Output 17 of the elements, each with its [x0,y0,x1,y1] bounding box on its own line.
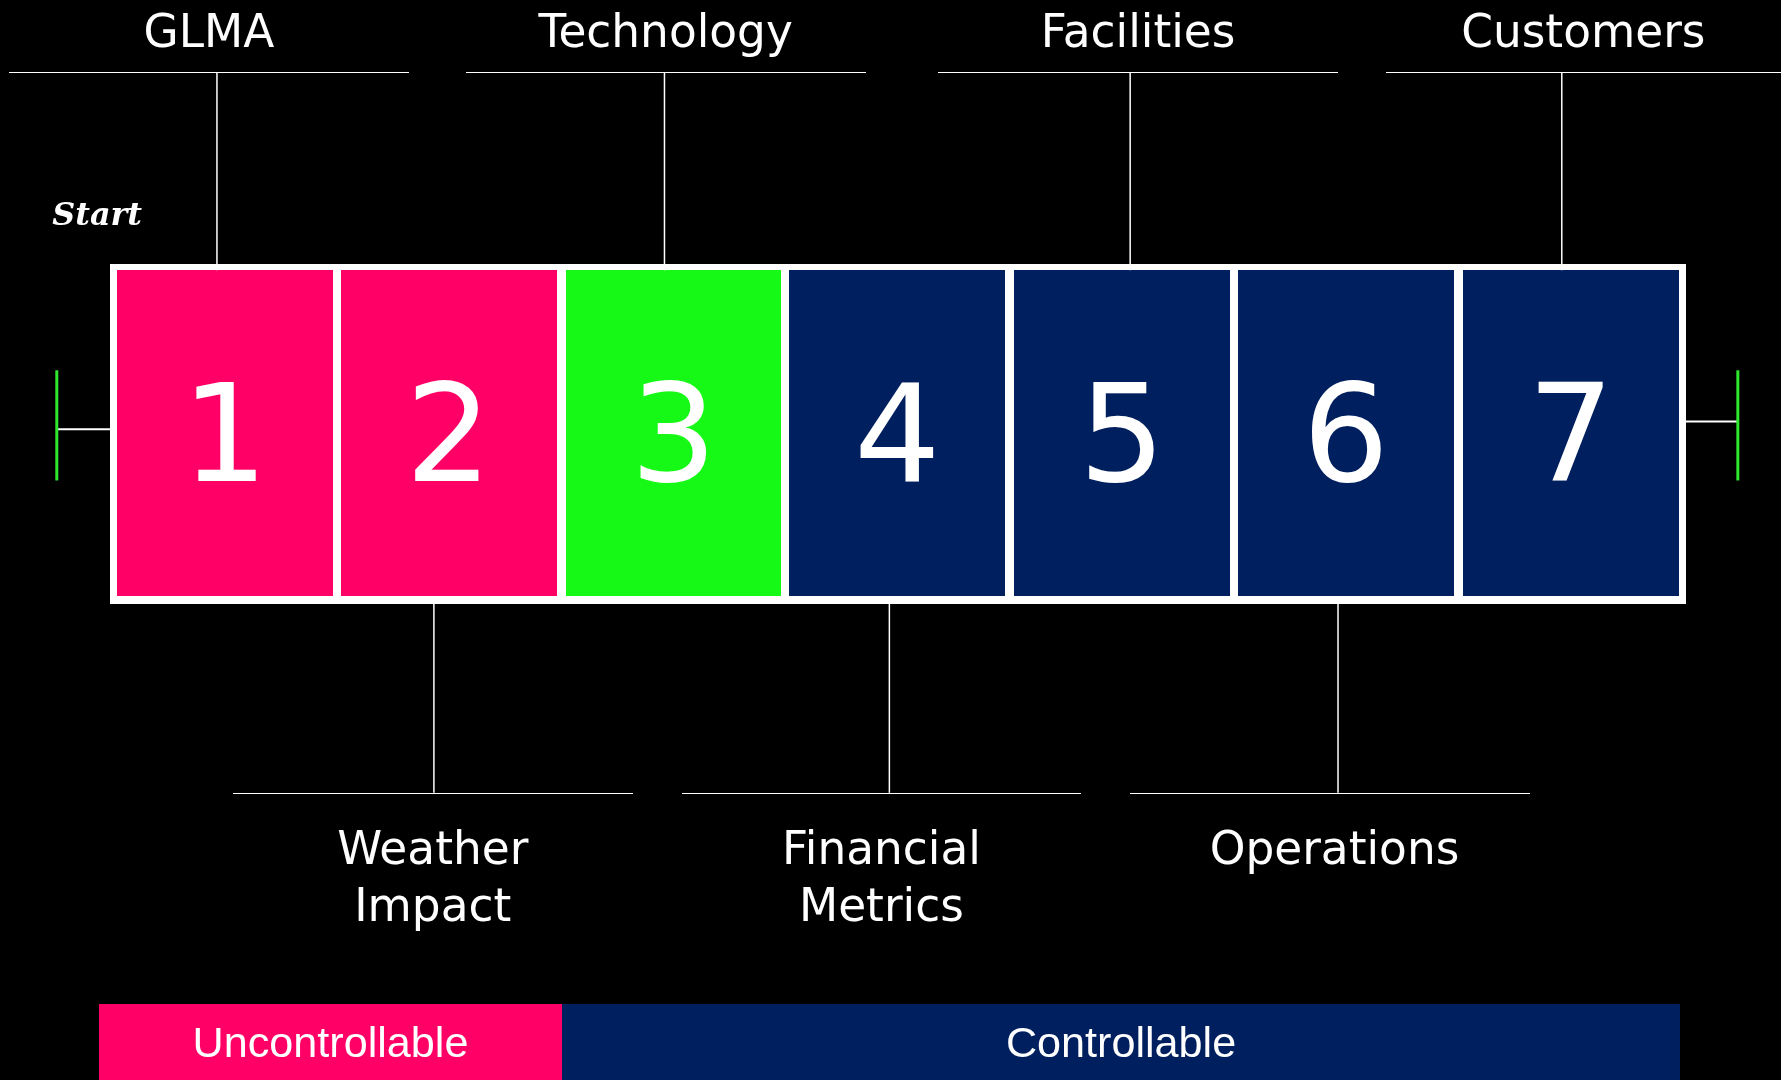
category-label: Technology [465,0,866,73]
number-box: 7 [1462,270,1679,597]
category-label: GLMA [9,0,409,73]
legend-label: Uncontrollable [192,1017,469,1067]
number-box: 3 [565,270,782,597]
start-label: Start [52,195,142,233]
category-label: Facilities [938,0,1338,73]
number-box: 4 [789,270,1006,597]
number-box: 1 [117,270,333,597]
number-box: 2 [340,270,557,597]
legend-label: Controllable [1005,1017,1237,1067]
number-box: 6 [1238,270,1454,597]
category-label: Operations [1130,792,1530,941]
category-label: Weather Impact [232,792,633,941]
number-box: 5 [1014,270,1231,597]
category-label: Financial Metrics [681,792,1082,941]
category-label: Customers [1385,0,1781,73]
